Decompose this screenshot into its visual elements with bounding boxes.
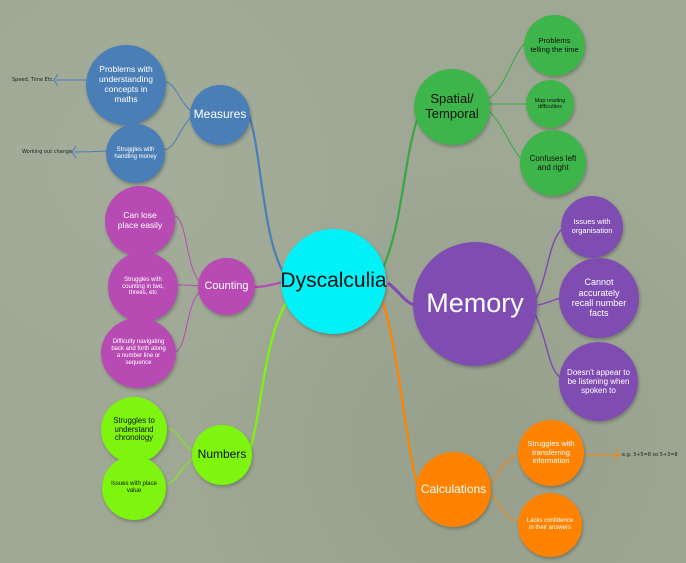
link-spatial-item1 (485, 43, 525, 101)
branch-label-calculations: Calculations (420, 481, 487, 496)
branch-label-spatial-temporal: Spatial/ Temporal (425, 91, 479, 121)
link-center-calculations (381, 301, 420, 489)
note-measures-2: Working out change (22, 149, 73, 155)
link-measures-item1 (164, 81, 193, 113)
node-label: Can lose place easily (117, 210, 163, 230)
link-center-measures (246, 111, 286, 276)
link-center-numbers (246, 299, 289, 456)
note-measures-1: Speed, Time Etc. (12, 77, 55, 83)
branch-node-memory[interactable]: Memory (413, 242, 537, 366)
branch-node-spatial-temporal[interactable]: Spatial/ Temporal (414, 69, 490, 145)
node-label: Struggles to understand chronology (113, 415, 155, 443)
node-memory-item3[interactable]: Doesn't appear to be listening when spok… (559, 342, 638, 421)
node-label: Struggles with handling money (114, 146, 157, 160)
link-calculations-item2 (489, 492, 519, 523)
link-counting-item3 (175, 289, 203, 353)
node-label: Doesn't appear to be listening when spok… (567, 367, 630, 396)
node-calculations-item1[interactable]: Struggles with transferring information (518, 420, 584, 486)
node-counting-item2[interactable]: Struggles with counting in two, threes, … (108, 252, 178, 322)
link-numbers-item2 (167, 457, 195, 485)
branch-label-measures: Measures (193, 107, 247, 122)
node-calculations-item2[interactable]: Lacks confidence in their answers (518, 493, 582, 557)
node-label: Difficulty navigating back and forth alo… (111, 339, 166, 366)
node-measures-item1[interactable]: Problems with understanding concepts in … (86, 45, 166, 125)
node-label: Confuses left and right (529, 153, 577, 172)
node-label: Problems with understanding concepts in … (99, 64, 153, 104)
branch-node-measures[interactable]: Measures (190, 85, 250, 145)
node-label: Struggles with transferring information (527, 439, 575, 466)
branch-node-numbers[interactable]: Numbers (192, 425, 252, 485)
note-bracket-1 (53, 73, 59, 87)
node-label: Issues with place value (111, 481, 157, 494)
link-measures-item2 (163, 115, 193, 151)
node-numbers-item1[interactable]: Struggles to understand chronology (101, 397, 167, 463)
node-label: Issues with organisation (571, 217, 613, 235)
node-label: Map reading difficulties (534, 97, 566, 110)
branch-label-counting: Counting (204, 280, 249, 293)
note-calculations-1: e.g. 3+5=8 so 5+3=8 (622, 452, 678, 458)
node-memory-item1[interactable]: Issues with organisation (561, 196, 623, 258)
node-memory-item2[interactable]: Cannot accurately recall number facts (559, 258, 639, 338)
center-label: Dyscalculia (280, 269, 387, 293)
link-counting-item1 (174, 215, 203, 285)
link-calculations-item1 (489, 454, 519, 486)
center-node[interactable]: Dyscalculia (280, 229, 387, 334)
link-center-spatial (381, 111, 422, 269)
node-numbers-item2[interactable]: Issues with place value (102, 456, 166, 520)
link-memory-item2 (537, 297, 562, 306)
note-bracket-3 (614, 448, 620, 462)
node-spatial-item1[interactable]: Problems telling the time (524, 15, 585, 76)
node-measures-item2[interactable]: Struggles with handling money (106, 124, 165, 183)
link-center-counting (252, 280, 284, 289)
node-counting-item3[interactable]: Difficulty navigating back and forth alo… (101, 318, 176, 388)
link-numbers-item1 (167, 427, 195, 453)
link-spatial-item3 (485, 107, 525, 162)
node-spatial-item3[interactable]: Confuses left and right (520, 130, 586, 196)
node-label: Lacks confidence in their answers (526, 518, 574, 531)
branch-node-calculations[interactable]: Calculations (416, 452, 491, 527)
node-label: Problems telling the time (530, 35, 579, 54)
branch-label-numbers: Numbers (197, 447, 247, 462)
link-memory-item1 (533, 227, 564, 303)
node-label: Cannot accurately recall number facts (571, 277, 627, 319)
node-counting-item1[interactable]: Can lose place easily (105, 186, 175, 256)
branch-label-memory: Memory (426, 288, 524, 319)
note-bracket-2 (71, 145, 77, 159)
link-center-memory (387, 281, 416, 307)
branch-node-counting[interactable]: Counting (198, 258, 255, 315)
link-measures-note2 (73, 150, 107, 153)
node-label: Struggles with counting in two, threes, … (122, 276, 164, 297)
node-spatial-item2[interactable]: Map reading difficulties (526, 80, 574, 128)
link-memory-item3 (533, 311, 562, 379)
